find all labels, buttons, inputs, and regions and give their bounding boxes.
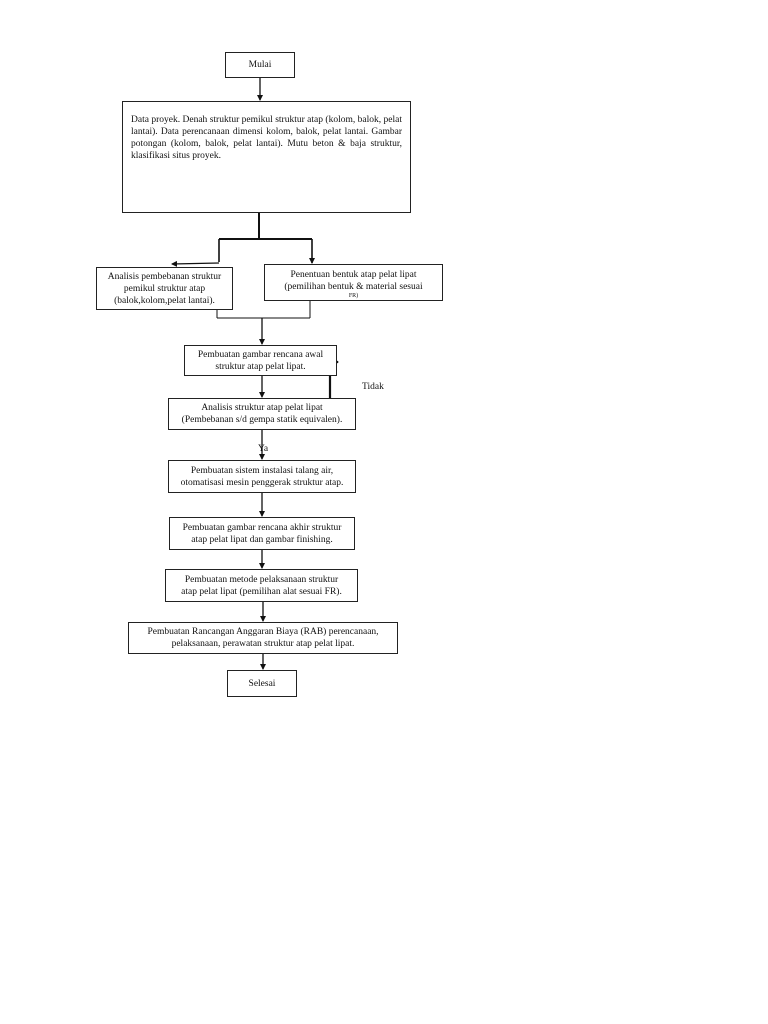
budget-line-2: pelaksanaan, perawatan struktur atap pel…: [171, 639, 355, 649]
method-box: Pembuatan metode pelaksanaan struktur at…: [165, 569, 358, 602]
initial-drawing-box: Pembuatan gambar rencana awal struktur a…: [184, 345, 337, 376]
roof-analysis-box: Analisis struktur atap pelat lipat (Pemb…: [168, 398, 356, 430]
roof-shape-line-1: Penentuan bentuk atap pelat lipat: [290, 270, 417, 280]
initial-drawing-line-2: struktur atap pelat lipat.: [215, 361, 306, 372]
method-line-1: Pembuatan metode pelaksanaan struktur: [184, 574, 339, 585]
roof-shape-box: Penentuan bentuk atap pelat lipat (pemil…: [264, 264, 443, 301]
installation-system-line-2: otomatisasi mesin penggerak struktur ata…: [180, 477, 344, 488]
connector-split-left-arrow: [171, 260, 220, 267]
load-analysis-line-2: pemikul struktur atap: [123, 283, 206, 294]
initial-drawing-line-1: Pembuatan gambar rencana awal: [197, 349, 324, 360]
budget-line-1: Pembuatan Rancangan Anggaran Biaya (RAB)…: [147, 627, 379, 637]
roof-analysis-line-2: (Pembebanan s/d gempa statik equivalen).: [181, 415, 343, 425]
start-box: Mulai: [225, 52, 295, 78]
roof-analysis-line-1: Analisis struktur atap pelat lipat: [201, 403, 323, 413]
project-data-text: Data proyek. Denah struktur pemikul stru…: [131, 115, 402, 161]
installation-system-line-1: Pembuatan sistem instalasi talang air,: [190, 465, 334, 476]
end-box: Selesai: [227, 670, 297, 697]
end-label: Selesai: [248, 678, 276, 689]
final-drawing-box: Pembuatan gambar rencana akhir struktur …: [169, 517, 355, 550]
load-analysis-line-3: (balok,kolom,pelat lantai).: [114, 295, 215, 306]
load-analysis-line-1: Analisis pembebanan struktur: [107, 271, 222, 282]
decision-yes-label: Ya: [258, 444, 269, 454]
roof-shape-line-2: (pemilihan bentuk & material sesuai: [284, 282, 423, 292]
load-analysis-box: Analisis pembebanan struktur pemikul str…: [96, 267, 233, 310]
roof-shape-line-3: FR): [348, 293, 359, 299]
final-drawing-line-1: Pembuatan gambar rencana akhir struktur: [182, 522, 342, 533]
project-data-box: Data proyek. Denah struktur pemikul stru…: [122, 101, 411, 213]
decision-no-label: Tidak: [362, 382, 384, 392]
installation-system-box: Pembuatan sistem instalasi talang air, o…: [168, 460, 356, 493]
method-line-2: atap pelat lipat (pemilihan alat sesuai …: [181, 586, 342, 597]
final-drawing-line-2: atap pelat lipat dan gambar finishing.: [191, 534, 333, 545]
start-label: Mulai: [248, 60, 272, 70]
budget-box: Pembuatan Rancangan Anggaran Biaya (RAB)…: [128, 622, 398, 654]
